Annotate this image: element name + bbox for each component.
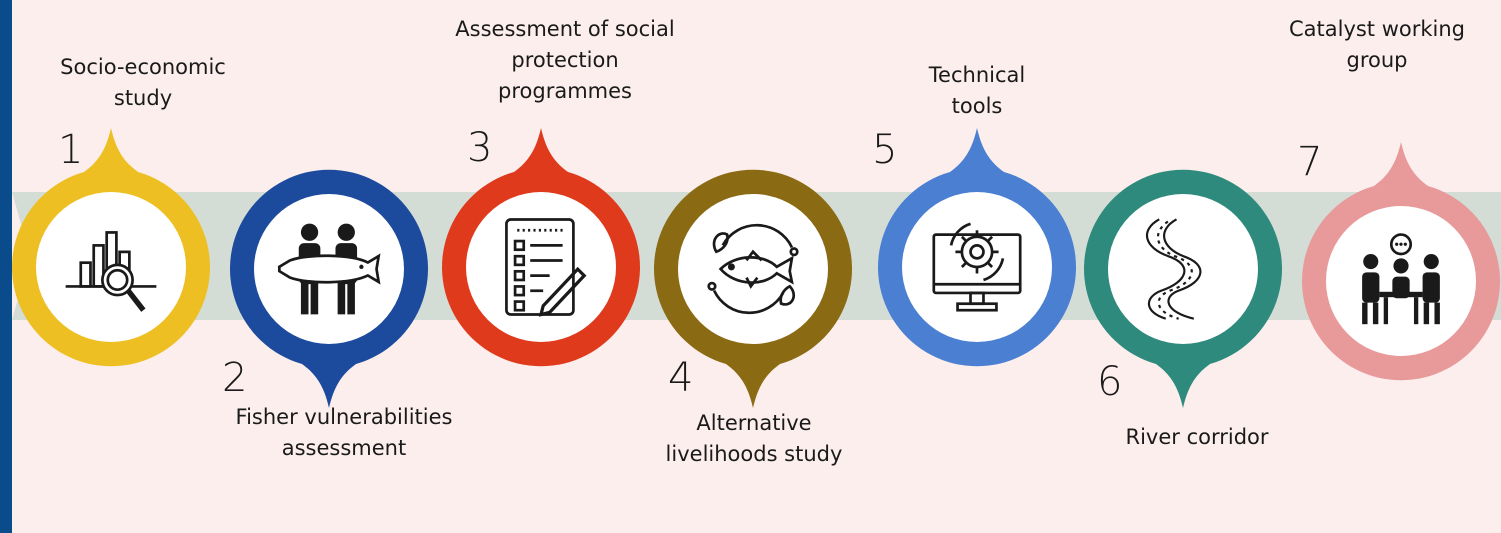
inner-circle-5	[902, 192, 1052, 342]
step-2	[230, 118, 428, 408]
inner-circle-6	[1108, 194, 1258, 344]
step-1	[12, 128, 210, 418]
step-6	[1084, 118, 1282, 408]
step-label-6: River corridor	[1125, 425, 1269, 449]
step-number-5: 5	[872, 127, 898, 173]
step-number-2: 2	[222, 355, 248, 401]
chart-magnifier-icon	[65, 231, 157, 312]
step-label-7: Catalyst working group	[1288, 17, 1466, 72]
inner-circle-2	[254, 194, 404, 344]
river-icon	[1145, 218, 1202, 320]
step-label-4: Alternative livelihoods study	[665, 411, 843, 466]
step-5	[878, 128, 1076, 418]
step-number-6: 6	[1097, 359, 1123, 405]
step-3	[442, 128, 640, 418]
step-label-2: Fisher vulnerabilities assessment	[235, 405, 453, 460]
meeting-group-icon	[1362, 233, 1440, 325]
inner-circle-3	[466, 192, 616, 342]
checklist-pencil-icon	[505, 218, 587, 317]
step-number-3: 3	[467, 125, 493, 171]
step-label-5: Technical tools	[928, 63, 1026, 118]
process-diagram: 1 Socio-economic study 2 Fisher vulnerab…	[12, 0, 1501, 533]
fish-cycle-icon	[707, 223, 799, 315]
inner-circle-1	[36, 192, 186, 342]
step-number-7: 7	[1297, 139, 1323, 185]
monitor-gear-icon	[932, 222, 1022, 312]
inner-circle-4	[678, 194, 828, 344]
step-number-1: 1	[58, 127, 84, 173]
inner-circle-7	[1326, 206, 1476, 356]
step-number-4: 4	[668, 355, 694, 401]
step-4	[654, 118, 852, 408]
step-label-1: Socio-economic study	[60, 55, 226, 110]
fishers-holding-fish-icon	[277, 223, 381, 315]
step-7	[1302, 142, 1500, 432]
step-label-3: Assessment of social protection programm…	[455, 17, 675, 103]
